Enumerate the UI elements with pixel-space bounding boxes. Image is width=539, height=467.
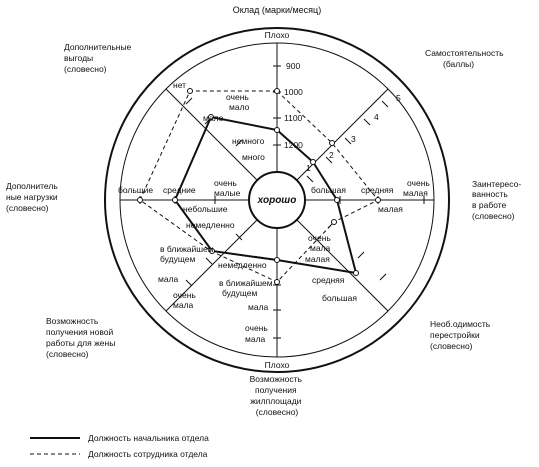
label-mala-wife: мала (158, 274, 179, 284)
label-nemedlenno-wife: немедленно (186, 220, 235, 230)
label-nemnogo: немного (232, 136, 265, 146)
axis-title-wife-job: Возможность получения новой работы для ж… (46, 316, 118, 359)
independence-tick-1: 1 (306, 163, 311, 173)
label-nebolshie: небольшие (183, 204, 228, 214)
label-bolshie: большие (118, 185, 153, 195)
label-srednyaya-int: средняя (361, 185, 394, 195)
label-nemedlenno-housing: немедленно (218, 260, 267, 270)
data-points (137, 88, 381, 285)
legend-head-label: Должность начальника отдела (88, 433, 209, 443)
salary-tick-1200: 1200 (284, 140, 303, 150)
label-bolshaya-restr: большая (322, 293, 357, 303)
label-mnogo: много (242, 152, 265, 162)
independence-tick-2: 2 (329, 150, 334, 160)
axis-title-salary: Оклад (марки/месяц) (233, 5, 321, 15)
radial-axes (120, 43, 434, 357)
label-srednyaya-restr: средняя (312, 275, 345, 285)
label-blizh-housing: в ближайшем будущем (219, 278, 275, 298)
independence-tick-3: 3 (351, 134, 356, 144)
label-bolshaya-int: большая (311, 185, 346, 195)
axis-title-restructuring: Необ.одимость перестройки (словесно) (430, 319, 493, 351)
label-ochen-malaya-int: очень малая (403, 178, 432, 198)
ring-label-bad-top: Плохо (265, 30, 290, 40)
label-blizh-wife: в ближайшем будущем (160, 244, 216, 264)
ring-label-bad-bottom: Плохо (265, 360, 290, 370)
legend-employee-label: Должность сотрудника отдела (88, 449, 208, 459)
label-ochen-mala-wife: очень мала (173, 290, 198, 310)
label-malo: мало (203, 113, 224, 123)
label-srednie: средние (163, 185, 196, 195)
independence-tick-5: 5 (396, 93, 401, 103)
label-ochen-mala-housing: очень мала (245, 323, 270, 344)
ring-label-good: хорошо (257, 195, 297, 206)
label-malaya-restr: малая (305, 254, 330, 264)
label-ochen-mala-restr: очень мала (308, 233, 333, 253)
salary-tick-1100: 1100 (284, 113, 303, 123)
outer-ring (104, 27, 450, 373)
independence-tick-4: 4 (374, 112, 379, 122)
axis-title-housing: Возможность получения жилплощади (словес… (250, 374, 305, 417)
label-mala-housing: мала (248, 302, 269, 312)
axis-title-interest: Заинтересо- ванность в работе (словесно) (472, 179, 524, 221)
label-ochen-malye: очень малые (214, 178, 241, 198)
salary-tick-1000: 1000 (284, 87, 303, 97)
axis-title-independence: Самостоятельность (баллы) (425, 48, 506, 69)
axis-title-extra-benefits: Дополнительные выгоды (словесно) (64, 42, 134, 74)
axis-title-extra-load: Дополнитель ные нагрузки (словесно) (6, 181, 60, 213)
label-net: нет (173, 80, 186, 90)
label-malaya-int: малая (378, 204, 403, 214)
salary-tick-900: 900 (286, 61, 300, 71)
label-ochen-malo: очень мало (226, 92, 251, 112)
